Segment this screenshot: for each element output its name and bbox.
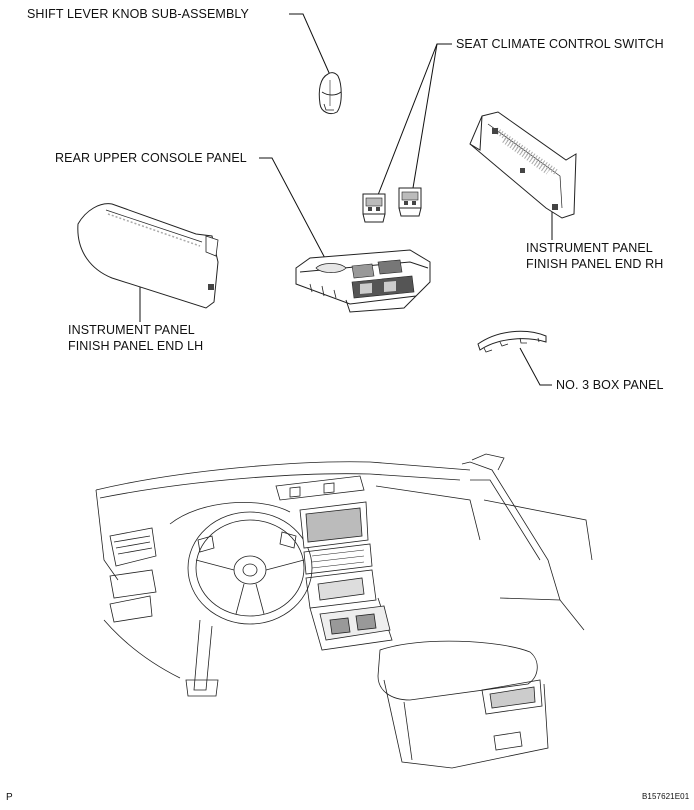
seat-switch-right bbox=[398, 187, 422, 217]
label-panel-end-rh-line1: INSTRUMENT PANEL bbox=[526, 241, 653, 255]
leader-seat-switch-a bbox=[377, 43, 452, 196]
label-no3-box-panel: NO. 3 BOX PANEL bbox=[556, 378, 664, 392]
rear-console-drawing bbox=[295, 249, 431, 313]
leader-rear-console bbox=[259, 157, 328, 263]
leader-box-panel bbox=[519, 347, 552, 386]
shift-knob-drawing bbox=[318, 72, 342, 115]
label-panel-end-lh-line1: INSTRUMENT PANEL bbox=[68, 323, 195, 337]
leader-lines bbox=[139, 13, 553, 386]
corner-mark: P bbox=[6, 792, 13, 803]
seat-switch-left bbox=[362, 193, 386, 223]
figure-code: B157621E01 bbox=[642, 792, 690, 801]
label-shift-lever-knob: SHIFT LEVER KNOB SUB-ASSEMBLY bbox=[27, 7, 249, 21]
label-panel-end-rh-line2: FINISH PANEL END RH bbox=[526, 257, 664, 271]
car-interior-overview bbox=[95, 453, 593, 769]
label-seat-climate-control-switch: SEAT CLIMATE CONTROL SWITCH bbox=[456, 37, 664, 51]
leader-shift-knob bbox=[289, 13, 331, 76]
label-panel-end-lh-line2: FINISH PANEL END LH bbox=[68, 339, 204, 353]
panel-end-rh-drawing bbox=[469, 111, 577, 219]
label-rear-upper-console-panel: REAR UPPER CONSOLE PANEL bbox=[55, 151, 247, 165]
leader-seat-switch-b bbox=[412, 43, 438, 189]
box-panel-drawing bbox=[477, 330, 547, 353]
panel-end-lh-drawing bbox=[77, 203, 219, 309]
